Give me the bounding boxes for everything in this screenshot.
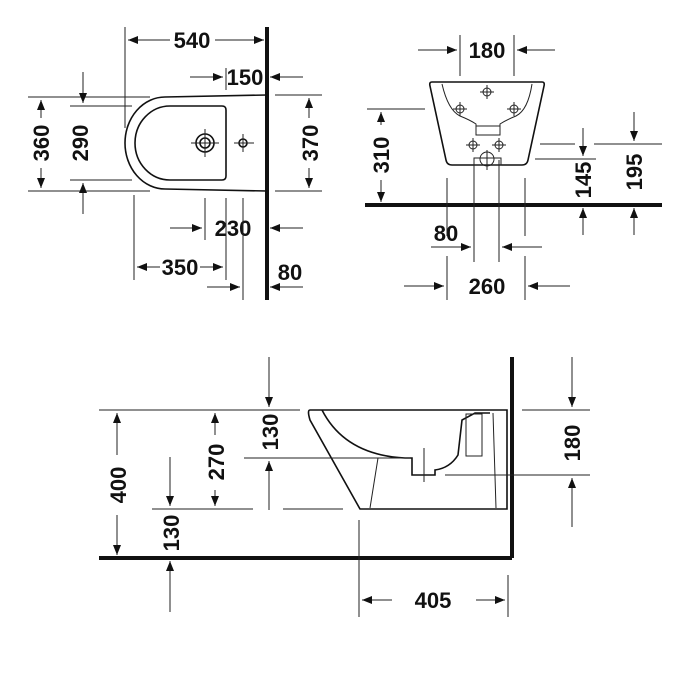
dim-270: 270 [204,444,229,481]
dim-145: 145 [571,162,596,199]
bidet-outline-side [307,409,508,510]
dim-310: 310 [369,137,394,174]
dim-80-top: 80 [278,260,302,285]
bidet-outline-top [124,94,268,192]
dim-405: 405 [415,588,452,613]
dim-150: 150 [227,65,264,90]
bowl-outline-side [321,409,490,476]
dim-350: 350 [162,255,199,280]
dim-400: 400 [106,467,131,504]
dim-180-side: 180 [560,425,585,462]
dim-290: 290 [68,125,93,162]
top-view: 540 150 360 290 370 230 350 [28,27,323,300]
supply-pipe [465,413,483,457]
bowl-outline-top [134,105,227,181]
dim-260: 260 [469,274,506,299]
dim-360: 360 [29,125,54,162]
dim-370: 370 [298,125,323,162]
dim-130-bottom: 130 [159,515,184,552]
dim-80-front: 80 [434,221,458,246]
dim-195: 195 [622,154,647,191]
side-view: 400 270 130 130 180 405 [99,357,590,617]
dim-540: 540 [174,28,211,53]
front-view: 180 310 145 195 80 260 [365,35,662,300]
fixing-marks [453,85,521,170]
dim-180-front: 180 [469,38,506,63]
bidet-outline-front [428,81,546,166]
dim-230: 230 [215,216,252,241]
dim-130-top: 130 [258,414,283,451]
